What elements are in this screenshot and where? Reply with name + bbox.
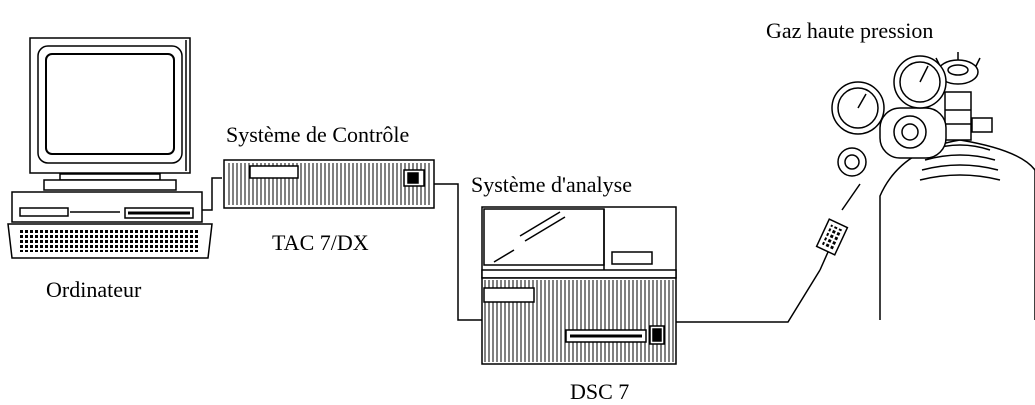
computer-icon: [7, 37, 213, 259]
gas-cylinder-icon: [815, 52, 1035, 320]
instrument-model-label: DSC 7: [570, 379, 630, 404]
control-system-label: Système de Contrôle: [226, 122, 410, 147]
analysis-system-label: Système d'analyse: [471, 172, 632, 197]
computer-label: Ordinateur: [46, 277, 142, 302]
controller-model-label: TAC 7/DX: [272, 230, 369, 255]
connection-cables: [202, 177, 821, 323]
analyser-unit: [481, 206, 677, 365]
gas-label: Gaz haute pression: [766, 18, 934, 43]
controller-unit: [223, 159, 435, 209]
